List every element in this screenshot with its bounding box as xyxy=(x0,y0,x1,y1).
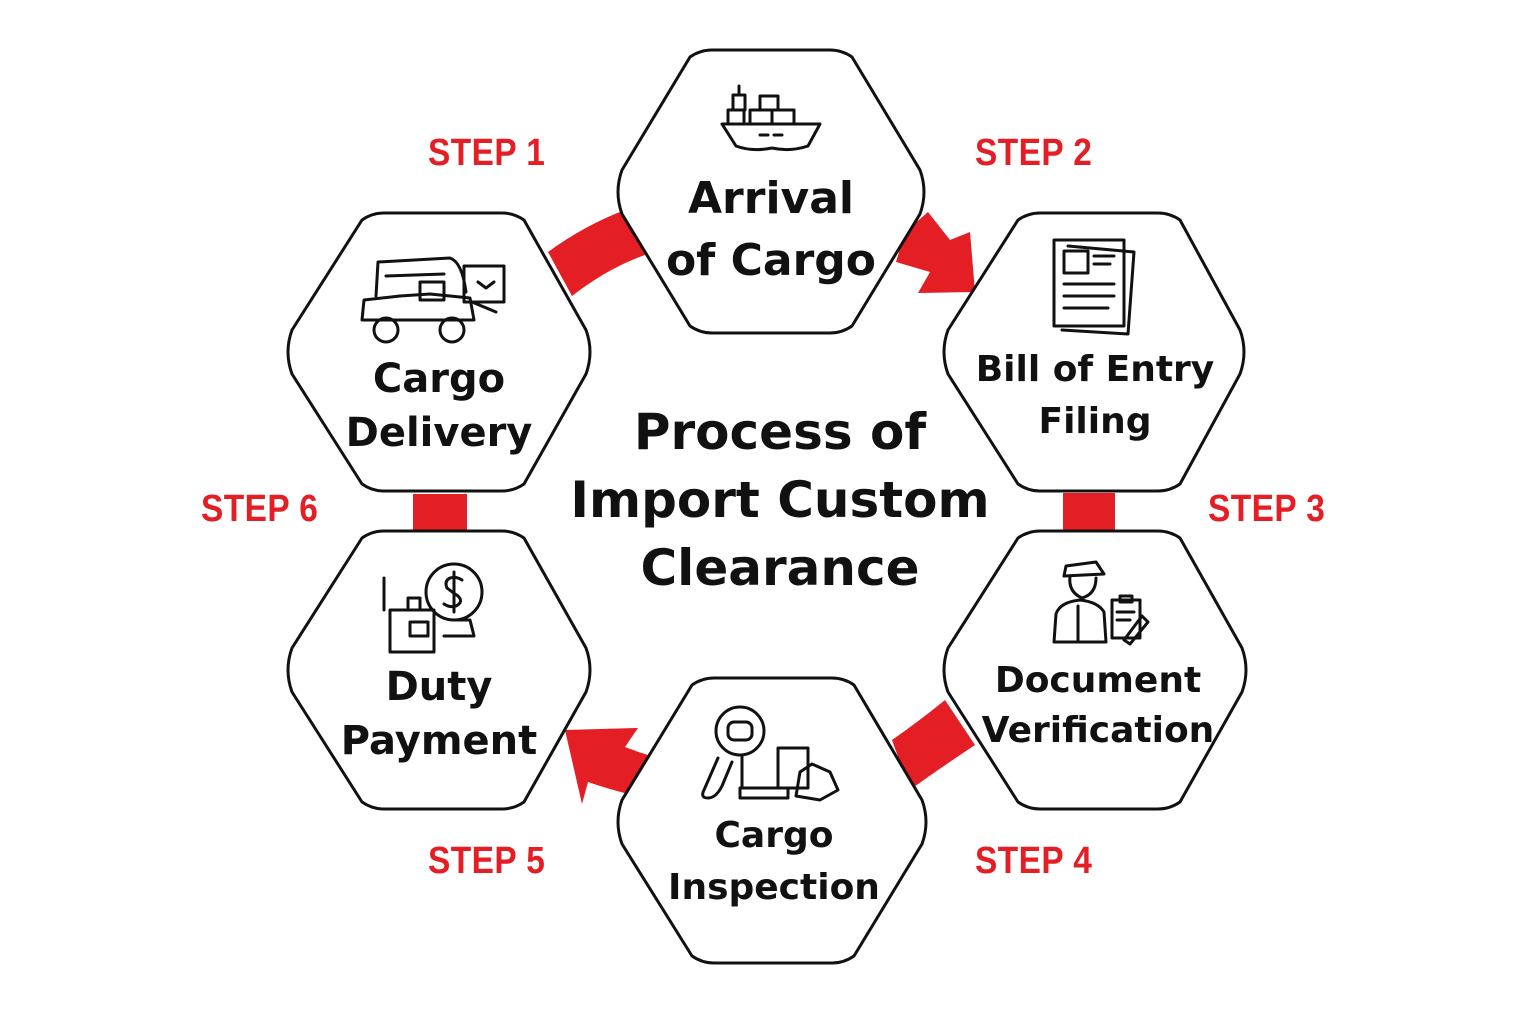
step-5-title: Duty Payment xyxy=(288,660,590,768)
connectors xyxy=(413,210,1115,804)
step-4-title-line-1: Cargo xyxy=(714,815,834,856)
step-6-title-line-1: Cargo xyxy=(372,356,506,402)
connector-payment-delivery xyxy=(413,494,467,536)
diagram-title-line-2: Import Custom xyxy=(570,471,990,529)
hexagon-payment xyxy=(286,529,592,811)
step-5-label: STEP 5 xyxy=(428,840,546,882)
hexagon-arrival xyxy=(616,48,926,335)
diagram-title-line-3: Clearance xyxy=(640,539,920,597)
arrow-arrival-to-bill xyxy=(896,212,975,293)
step-6-title: Cargo Delivery xyxy=(288,352,590,460)
step-5-title-line-2: Payment xyxy=(340,718,538,764)
hexagons xyxy=(286,48,1248,965)
connector-delivery-arrival xyxy=(548,210,645,296)
hexagon-inspection xyxy=(616,676,928,965)
step-4-label: STEP 4 xyxy=(975,840,1093,882)
hexagon-verification xyxy=(942,529,1248,811)
dollar-coin-box-icon xyxy=(382,562,484,654)
step-4-title: Cargo Inspection xyxy=(623,810,925,914)
connector-bill-verification xyxy=(1063,493,1115,535)
step-1-label: STEP 1 xyxy=(428,132,546,174)
diagram-title-line-1: Process of xyxy=(633,403,927,461)
step-1-title: Arrival of Cargo xyxy=(621,168,921,292)
step-3-title-line-1: Document xyxy=(994,660,1202,701)
step-2-title: Bill of Entry Filing xyxy=(945,344,1245,448)
step-2-title-line-1: Bill of Entry xyxy=(975,349,1215,390)
step-6-title-line-2: Delivery xyxy=(345,410,533,456)
step-5-title-line-1: Duty xyxy=(385,664,493,710)
hexagon-bill-of-entry xyxy=(942,211,1246,493)
customs-officer-clipboard-icon xyxy=(1052,560,1150,646)
magnifier-inspection-icon xyxy=(701,705,840,802)
step-3-title-line-2: Verification xyxy=(981,710,1215,751)
step-1-title-line-2: of Cargo xyxy=(665,235,877,286)
step-2-title-line-2: Filing xyxy=(1038,401,1152,442)
step-1-title-line-1: Arrival xyxy=(688,173,854,224)
step-4-title-line-2: Inspection xyxy=(668,867,880,908)
delivery-truck-icon xyxy=(360,256,506,344)
document-icon xyxy=(1052,238,1136,336)
diagram-title: Process of Import Custom Clearance xyxy=(540,398,1020,602)
step-3-label: STEP 3 xyxy=(1208,488,1326,530)
arrow-inspection-to-payment xyxy=(565,728,648,804)
step-6-label: STEP 6 xyxy=(201,488,319,530)
step-3-title: Document Verification xyxy=(945,656,1251,756)
cargo-ship-icon xyxy=(720,84,822,152)
connector-verification-inspection xyxy=(892,700,975,790)
hexagon-delivery xyxy=(286,211,592,493)
step-2-label: STEP 2 xyxy=(975,132,1093,174)
